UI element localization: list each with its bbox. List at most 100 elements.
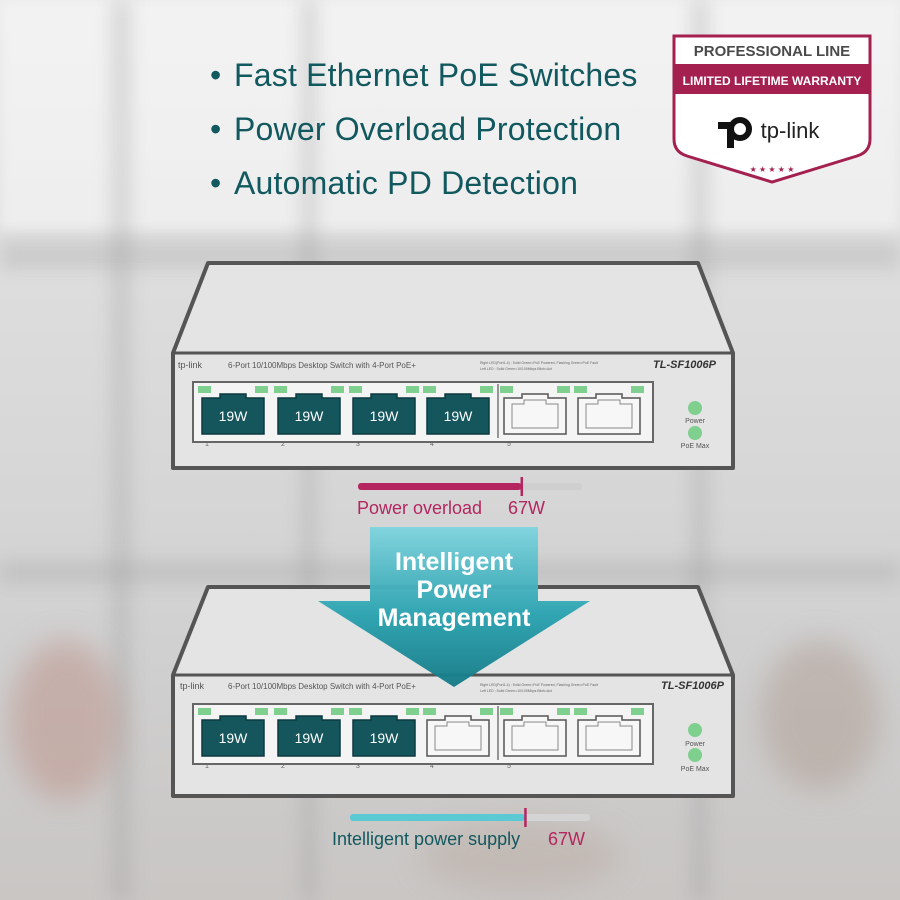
poe-led-icon — [331, 708, 344, 715]
poe-led-icon — [255, 708, 268, 715]
feature-text: Automatic PD Detection — [234, 165, 579, 201]
overload-value: 67W — [508, 498, 546, 518]
poe-led-icon — [557, 708, 570, 715]
ethernet-port: 19W 2 — [274, 708, 344, 770]
link-led-icon — [198, 386, 211, 393]
supply-meter — [350, 808, 590, 827]
led-legend-2: Left LED : Solid Green=10/100Mbps Blink=… — [480, 689, 552, 693]
powered-port-icon — [277, 393, 341, 435]
poe-max-led-icon — [688, 426, 702, 440]
down-arrow-icon — [318, 527, 590, 687]
link-led-icon — [574, 386, 587, 393]
port-wattage-label: 19W — [444, 408, 474, 424]
overload-meter — [358, 477, 582, 496]
port-number: 2 — [281, 763, 285, 770]
link-led-icon — [423, 386, 436, 393]
overload-marker — [520, 477, 524, 496]
port-number: 5 — [507, 441, 511, 448]
ethernet-port: 5 — [500, 386, 570, 448]
bullet-icon: • — [210, 165, 222, 201]
badge-top-line: PROFESSIONAL LINE — [694, 43, 850, 60]
powered-port-icon — [352, 715, 416, 757]
ethernet-port: 5 — [500, 708, 570, 770]
supply-label: Intelligent power supply — [332, 829, 521, 849]
poe-max-led-icon — [688, 748, 702, 762]
ethernet-port: 19W 3 — [349, 386, 419, 448]
supply-fill — [350, 814, 526, 821]
bullet-icon: • — [210, 111, 222, 147]
poe-max-led-label: PoE Max — [681, 766, 710, 773]
port-wattage-label: 19W — [370, 730, 400, 746]
powered-port-icon — [201, 393, 265, 435]
poe-led-icon — [631, 708, 644, 715]
link-led-icon — [500, 708, 513, 715]
port-wattage-label: 19W — [295, 730, 325, 746]
supply-marker — [524, 808, 527, 827]
powered-port-icon — [277, 715, 341, 757]
port-wattage-label: 19W — [219, 408, 249, 424]
ethernet-port — [574, 708, 644, 757]
link-led-icon — [274, 708, 287, 715]
power-led-label: Power — [685, 418, 706, 425]
power-led-icon — [688, 401, 702, 415]
poe-max-led-label: PoE Max — [681, 443, 710, 450]
link-led-icon — [574, 708, 587, 715]
port-wattage-label: 19W — [219, 730, 249, 746]
arrow-caption-line: Power — [416, 576, 492, 604]
switch-description: 6-Port 10/100Mbps Desktop Switch with 4-… — [228, 682, 416, 691]
supply-value: 67W — [548, 829, 586, 849]
ethernet-port — [574, 386, 644, 435]
switch-description: 6-Port 10/100Mbps Desktop Switch with 4-… — [228, 361, 416, 370]
feature-item: • Automatic PD Detection — [210, 160, 638, 214]
poe-led-icon — [480, 386, 493, 393]
feature-text: Fast Ethernet PoE Switches — [234, 57, 638, 93]
feature-text: Power Overload Protection — [234, 111, 622, 147]
poe-led-icon — [406, 708, 419, 715]
badge-brand: tp-link — [761, 118, 821, 143]
badge-middle-line: LIMITED LIFETIME WARRANTY — [683, 74, 862, 88]
switch-brand: tp-link — [180, 681, 205, 691]
led-legend-1: Right LED(Port1-4) : Solid Green=PoE Pow… — [480, 683, 598, 687]
port-wattage-label: 19W — [370, 408, 400, 424]
port-number: 3 — [356, 441, 360, 448]
overload-label: Power overload — [357, 498, 483, 518]
switch-illustration-top: tp-link 6-Port 10/100Mbps Desktop Switch… — [171, 261, 735, 470]
switch-brand: tp-link — [178, 360, 203, 370]
power-led-label: Power — [685, 741, 706, 748]
port-number: 3 — [356, 763, 360, 770]
bullet-icon: • — [210, 57, 222, 93]
warranty-badge: PROFESSIONAL LINE LIMITED LIFETIME WARRA… — [672, 34, 872, 184]
badge-stars: ★ ★ ★ ★ ★ — [750, 165, 795, 174]
overload-fill — [358, 483, 522, 490]
powered-port-icon — [352, 393, 416, 435]
poe-led-icon — [406, 386, 419, 393]
led-legend-2: Left LED : Solid Green=10/100Mbps Blink=… — [480, 367, 552, 371]
port-number: 1 — [205, 763, 209, 770]
feature-item: • Fast Ethernet PoE Switches — [210, 52, 638, 106]
ethernet-port: 19W 3 — [349, 708, 419, 770]
arrow-caption: Intelligent Power Management — [318, 548, 590, 632]
switch-illustration-bottom: tp-link 6-Port 10/100Mbps Desktop Switch… — [171, 585, 735, 798]
ethernet-port: 4 — [423, 708, 493, 770]
port-number: 5 — [507, 763, 511, 770]
link-led-icon — [274, 386, 287, 393]
port-wattage-label: 19W — [295, 408, 325, 424]
poe-led-icon — [631, 386, 644, 393]
feature-list: • Fast Ethernet PoE Switches • Power Overl… — [210, 52, 638, 214]
switch-model: TL-SF1006P — [661, 680, 725, 692]
link-led-icon — [349, 386, 362, 393]
tp-link-logo-icon — [718, 117, 752, 148]
link-led-icon — [349, 708, 362, 715]
poe-led-icon — [331, 386, 344, 393]
ethernet-port: 19W 1 — [198, 708, 268, 770]
port-number: 2 — [281, 441, 285, 448]
poe-led-icon — [557, 386, 570, 393]
led-legend-1: Right LED(Port1-4) : Solid Green=PoE Pow… — [480, 361, 598, 365]
link-led-icon — [423, 708, 436, 715]
link-led-icon — [500, 386, 513, 393]
poe-led-icon — [255, 386, 268, 393]
ethernet-port: 19W 2 — [274, 386, 344, 448]
poe-led-icon — [480, 708, 493, 715]
